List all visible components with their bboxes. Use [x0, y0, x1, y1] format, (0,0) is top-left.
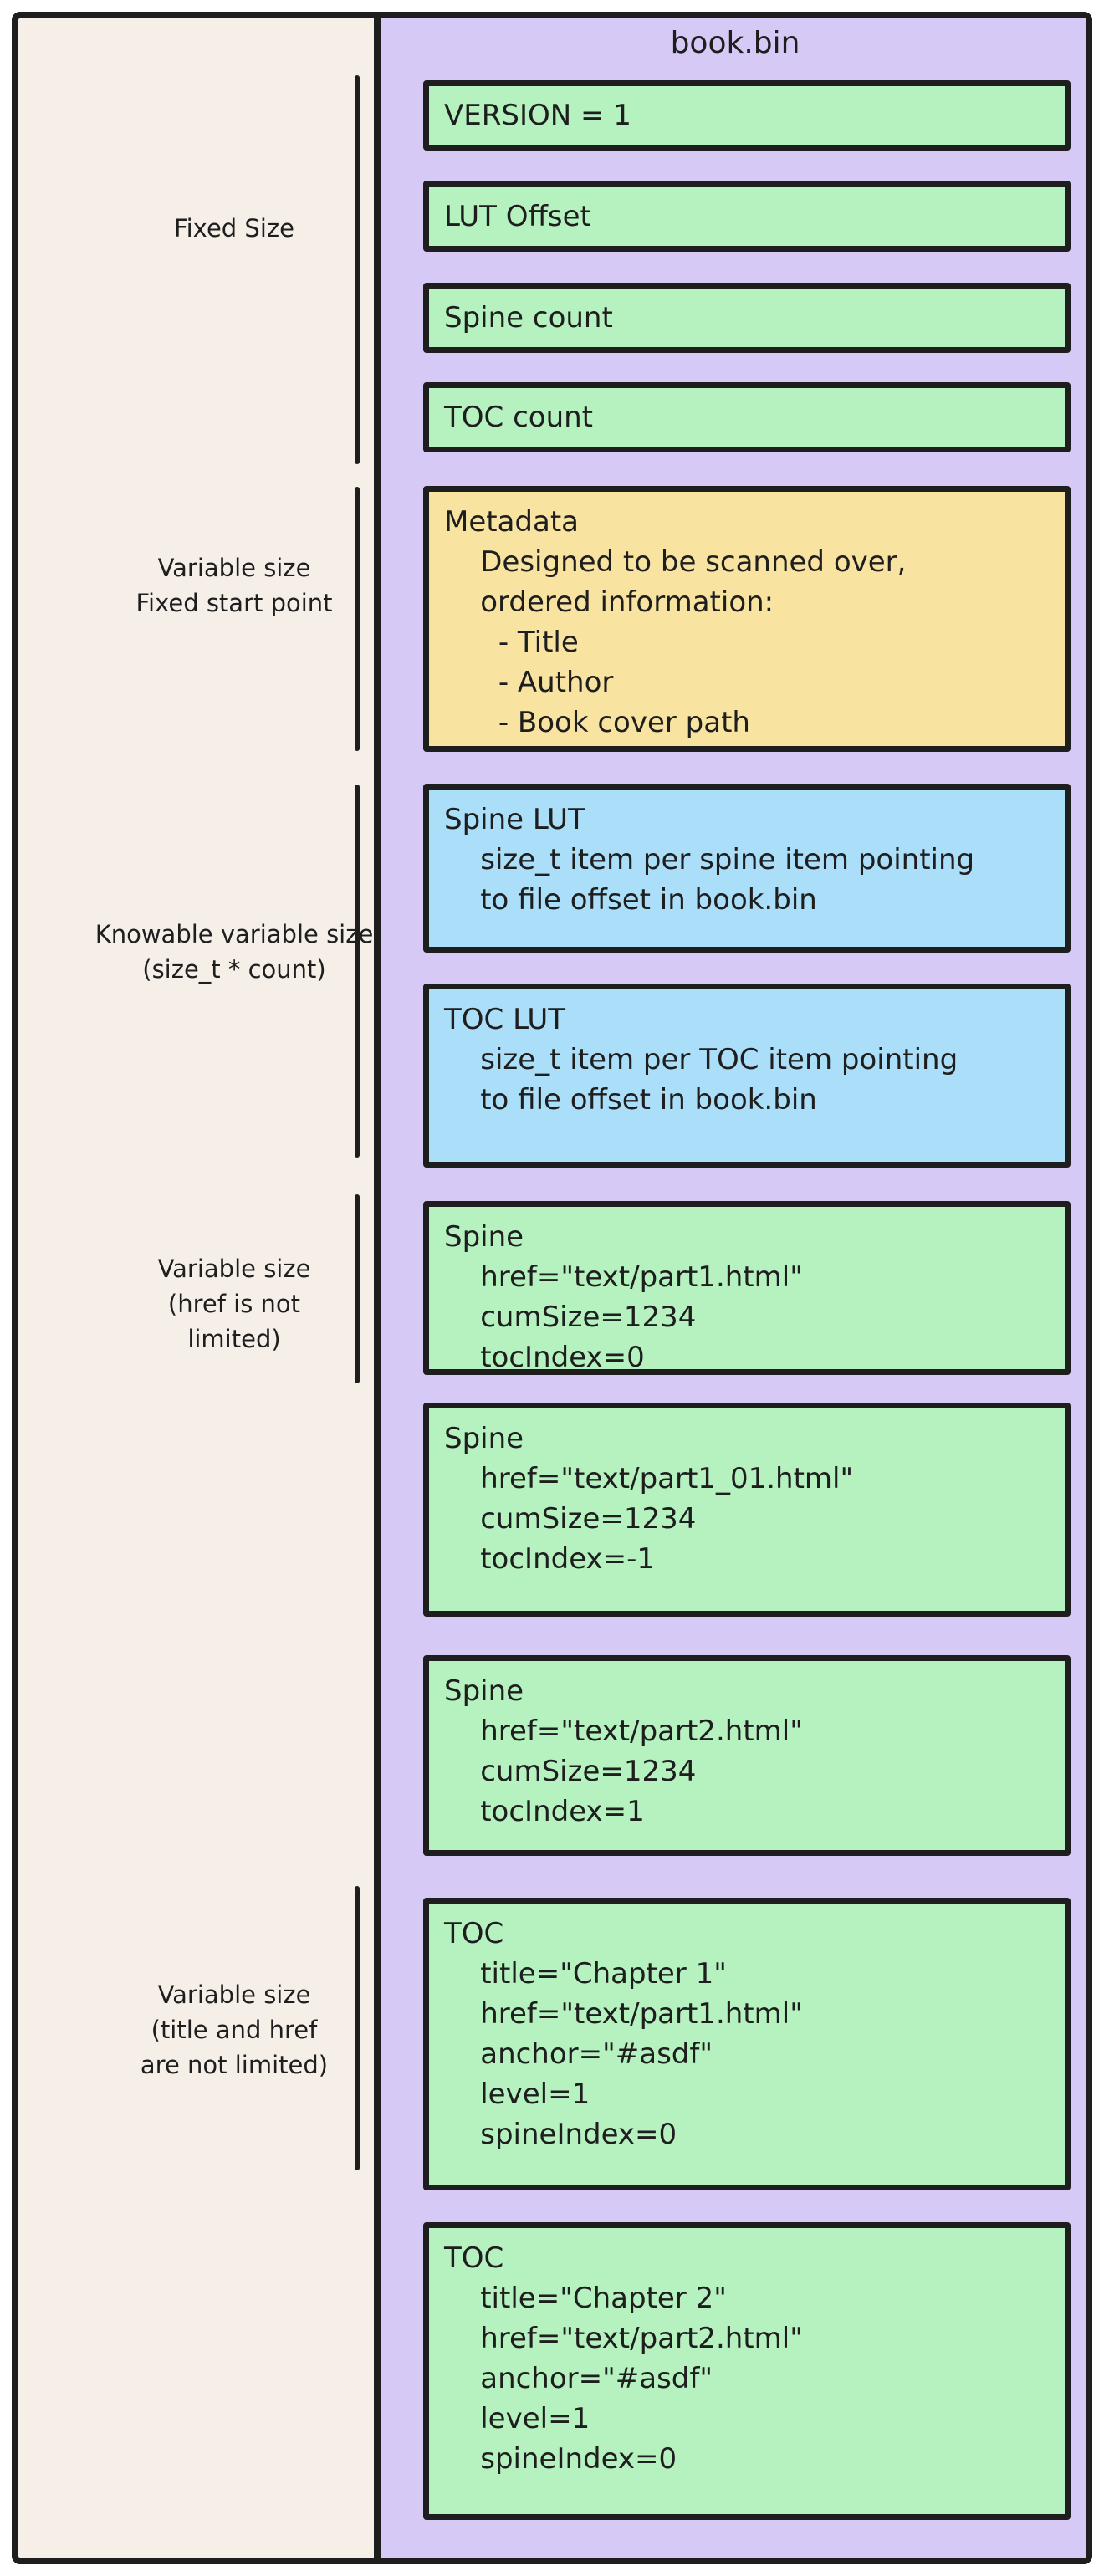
field-spine-record-1: Spine href="text/part1.html" cumSize=123… — [423, 1201, 1071, 1375]
label-variable-size-href: Variable size (href is not limited) — [157, 1255, 311, 1353]
label-fixed-size: Fixed Size — [174, 214, 294, 243]
bracket-knowable-variable-size — [355, 785, 360, 1158]
field-spine-count: Spine count — [423, 283, 1071, 353]
bracket-variable-size-title-href — [355, 1886, 360, 2170]
field-spine-lut: Spine LUT size_t item per spine item poi… — [423, 784, 1071, 953]
field-toc-record-2: TOC title="Chapter 2" href="text/part2.h… — [423, 2222, 1071, 2520]
label-knowable-variable-size: Knowable variable size (size_t * count) — [95, 920, 374, 984]
field-metadata: Metadata Designed to be scanned over, or… — [423, 486, 1071, 752]
file-title: book.bin — [670, 26, 800, 60]
bracket-variable-size-href — [355, 1194, 360, 1383]
field-toc-count: TOC count — [423, 382, 1071, 452]
field-toc-record-1: TOC title="Chapter 1" href="text/part1.h… — [423, 1898, 1071, 2190]
field-spine-record-3: Spine href="text/part2.html" cumSize=123… — [423, 1655, 1071, 1856]
label-variable-size-title-href: Variable size (title and href are not li… — [140, 1981, 329, 2079]
field-spine-record-2: Spine href="text/part1_01.html" cumSize=… — [423, 1403, 1071, 1617]
field-toc-lut: TOC LUT size_t item per TOC item pointin… — [423, 984, 1071, 1168]
label-variable-fixed-start: Variable size Fixed start point — [135, 554, 333, 617]
bracket-fixed-size — [355, 75, 360, 464]
field-version: VERSION = 1 — [423, 80, 1071, 151]
bracket-variable-fixed-start — [355, 487, 360, 751]
field-lut-offset: LUT Offset — [423, 181, 1071, 252]
